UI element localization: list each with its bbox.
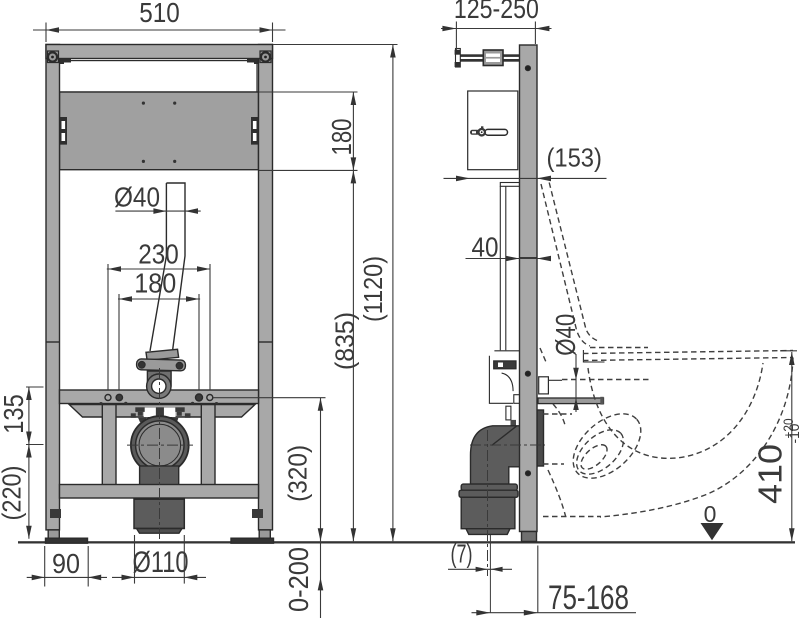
svg-text:(1120): (1120) [358, 256, 388, 322]
svg-text:135: 135 [0, 394, 29, 434]
svg-text:410: 410 [752, 444, 789, 504]
svg-text:Ø40: Ø40 [114, 181, 160, 212]
svg-text:Ø110: Ø110 [133, 546, 189, 579]
svg-text:(153): (153) [546, 142, 602, 172]
svg-text:180: 180 [134, 268, 176, 299]
svg-text:230: 230 [138, 238, 179, 269]
svg-text:(220): (220) [0, 466, 27, 521]
svg-text:-10: -10 [786, 423, 800, 443]
svg-text:40: 40 [472, 231, 499, 262]
svg-text:75-168: 75-168 [548, 579, 629, 617]
svg-text:90: 90 [52, 548, 80, 579]
svg-text:510: 510 [139, 0, 180, 28]
svg-text:Ø40: Ø40 [550, 314, 581, 356]
svg-text:+20: +20 [780, 418, 796, 438]
svg-text:180: 180 [326, 119, 357, 156]
svg-text:(835): (835) [330, 312, 360, 370]
svg-text:(320): (320) [282, 445, 312, 502]
svg-text:0: 0 [704, 501, 717, 527]
svg-text:125-250: 125-250 [454, 0, 539, 24]
svg-text:0-200: 0-200 [283, 547, 314, 612]
svg-text:(7): (7) [451, 539, 473, 569]
